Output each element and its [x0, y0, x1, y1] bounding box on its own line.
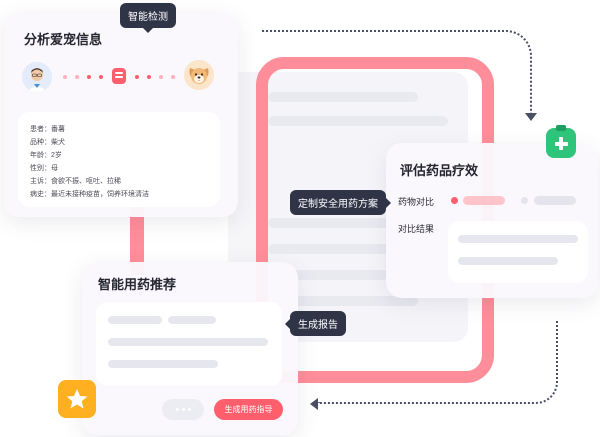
pet-info-panel: 患者：番薯 品种：柴犬 年龄：2岁 性别：母 主诉：食欲不振、呕吐、拉稀 病史：… — [18, 112, 220, 207]
analyze-pet-card: 分析爱宠信息 — [4, 12, 238, 217]
compare-bar-primary — [463, 196, 505, 205]
evaluate-efficacy-card: 评估药品疗效 药物对比 对比结果 — [386, 143, 598, 298]
generate-guide-button[interactable]: 生成用药指导 — [214, 399, 283, 420]
pill-icon — [112, 68, 126, 84]
recommend-drug-card: 智能用药推荐 生成用药指导 — [82, 262, 298, 435]
result-label: 对比结果 — [398, 224, 435, 234]
result-panel — [448, 221, 588, 283]
compare-bar-secondary — [534, 196, 576, 205]
compare-label: 药物对比 — [398, 197, 435, 207]
custom-plan-tag: 定制安全用药方案 — [290, 190, 391, 215]
compare-indicator-active — [451, 197, 458, 204]
info-row-age: 年龄：2岁 — [30, 152, 62, 159]
recommend-card-title: 智能用药推荐 — [98, 277, 177, 292]
clipboard-plus-icon — [546, 125, 576, 158]
generate-report-tag: 生成报告 — [285, 311, 346, 336]
analyze-card-title: 分析爱宠信息 — [24, 32, 103, 47]
info-row-complaint: 主诉：食欲不振、呕吐、拉稀 — [30, 178, 121, 185]
info-row-breed: 品种：柴犬 — [30, 139, 65, 146]
flow-connector-bottom — [318, 320, 558, 404]
arrow-down-icon — [525, 113, 537, 121]
connector-stem — [130, 205, 144, 275]
info-row-history: 病史：最近未接种疫苗，饲养环境清洁 — [30, 191, 149, 198]
compare-indicator-inactive — [521, 197, 528, 204]
recommend-panel — [96, 302, 282, 386]
star-icon — [58, 380, 96, 418]
doctor-avatar — [22, 62, 52, 92]
arrow-left-icon — [310, 398, 318, 410]
evaluate-card-title: 评估药品疗效 — [400, 163, 479, 178]
info-row-sex: 性别：母 — [30, 165, 58, 172]
smart-detect-tag: 智能检测 — [120, 3, 176, 33]
flow-connector-top — [262, 30, 532, 116]
more-button[interactable] — [162, 399, 204, 420]
info-row-patient: 患者：番薯 — [30, 126, 65, 133]
dog-avatar — [184, 60, 214, 90]
